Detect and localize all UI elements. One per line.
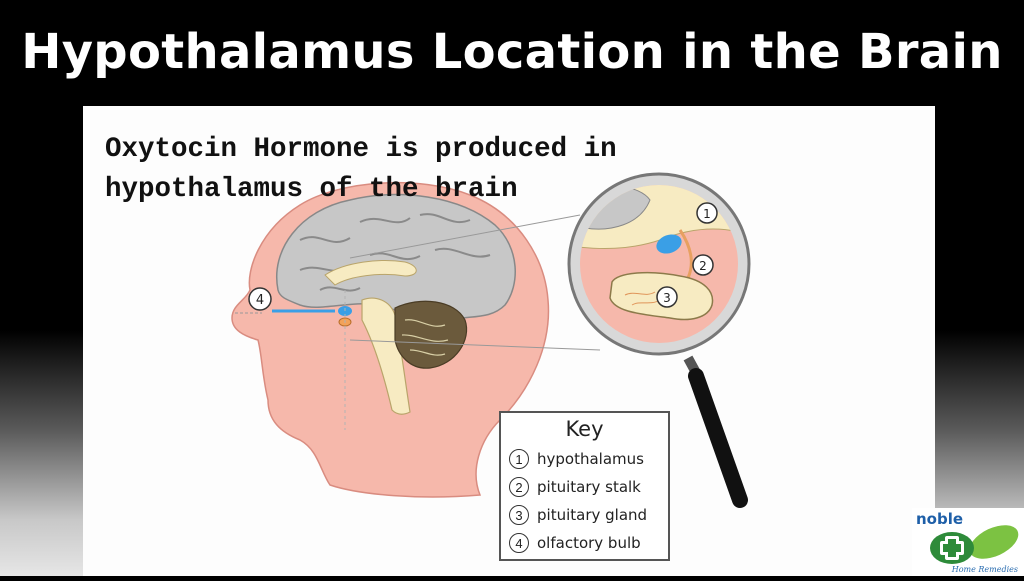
logo-word: noble [916,510,964,528]
key-item: 1 hypothalamus [501,445,668,473]
key-number-badge: 1 [509,449,529,469]
marker-1-text: 1 [703,207,711,221]
marker-3-text: 3 [663,291,671,305]
corpus-callosum [324,260,417,286]
key-label: pituitary gland [537,506,648,524]
key-label: pituitary stalk [537,478,641,496]
key-item: 4 olfactory bulb [501,529,668,557]
marker-1-circle [696,202,718,224]
key-legend: Key 1 hypothalamus 2 pituitary stalk 3 p… [499,411,670,561]
key-item: 3 pituitary gland [501,501,668,529]
key-label: olfactory bulb [537,534,641,552]
caption-text: Oxytocin Hormone is produced in hypothal… [105,134,617,205]
cerebellum [394,300,468,369]
marker-3-circle [656,286,678,308]
brain-folds [299,213,491,292]
key-label: hypothalamus [537,450,644,468]
marker-2-text: 2 [699,259,707,273]
marker-4-text: 4 [256,293,264,308]
brainstem [361,297,411,415]
key-number-badge: 3 [509,505,529,525]
logo-graphic [930,525,1019,564]
marker-4-circle [248,287,272,311]
key-number-badge: 2 [509,477,529,497]
marker-2-circle [692,254,714,276]
key-number-badge: 4 [509,533,529,553]
slide-title: Hypothalamus Location in the Brain [21,24,1003,80]
magnifier-handle [688,368,748,508]
key-item: 2 pituitary stalk [501,473,668,501]
zoom-line-top [349,214,581,259]
key-title: Key [565,417,604,441]
logo-subtitle: Home Remedies [951,565,1018,574]
brand-logo: noble Home Remedies [912,508,1024,576]
cerebellum-folds [401,319,449,356]
zoom-line-bottom [349,339,601,351]
